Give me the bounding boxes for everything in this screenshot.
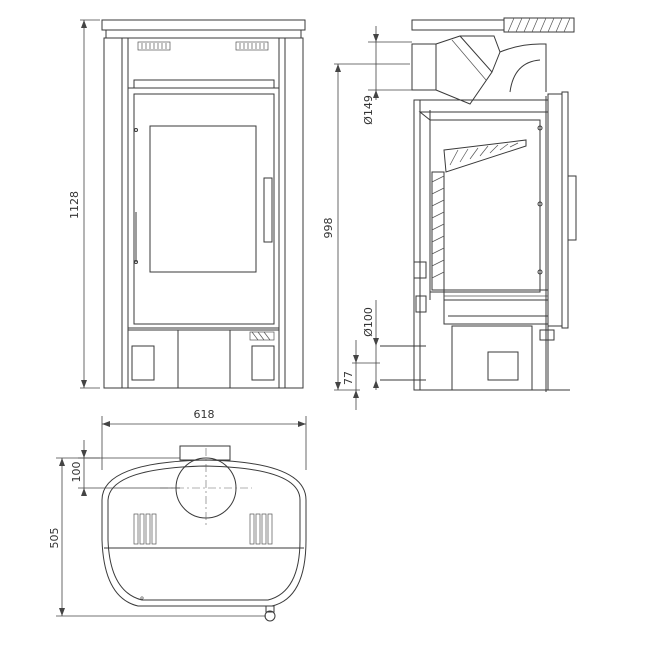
top-view	[101, 445, 307, 622]
label-flue-offset: 100	[70, 462, 83, 483]
side-view	[380, 17, 577, 392]
label-air-inlet-diameter: Ø100	[362, 307, 375, 337]
label-width: 618	[194, 408, 215, 421]
label-height-flue: 998	[322, 218, 335, 239]
dimension-height-flue: 998	[322, 63, 410, 391]
dimension-height-total: 1128	[68, 19, 100, 389]
top-vent-right	[235, 41, 269, 51]
label-height-total: 1128	[68, 191, 81, 219]
dimension-air-inlet-height: 77	[342, 340, 380, 410]
dimension-air-inlet-diameter: Ø100	[362, 300, 379, 390]
top-view-vent-left	[133, 513, 157, 545]
top-view-vent-right	[249, 513, 273, 545]
top-vent-left	[137, 41, 171, 51]
dimension-width: 618	[101, 408, 307, 470]
dimension-depth: 505	[48, 457, 266, 617]
front-view	[101, 19, 306, 389]
dimension-flue-offset: 100	[70, 440, 180, 496]
label-flue-diameter: Ø149	[362, 95, 375, 125]
label-air-inlet-height: 77	[342, 371, 355, 385]
label-depth: 505	[48, 528, 61, 549]
dimension-flue-diameter: Ø149	[362, 26, 412, 125]
